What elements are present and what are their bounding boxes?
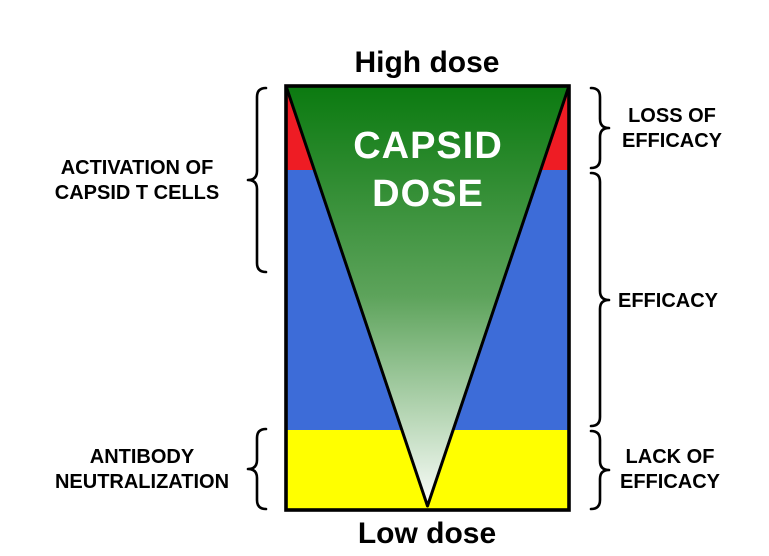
bracket-loss-of-efficacy [589,86,611,170]
bracket-antibody [246,427,268,511]
loss-label-line2: EFFICACY [622,130,723,152]
lack-label-line2: EFFICACY [620,471,721,493]
bracket-activation [246,86,268,274]
diagram-border [284,84,571,512]
activation-label-line1: ACTIVATION OF [61,157,214,179]
loss-label-line1: LOSS OF [628,105,716,127]
efficacy-label: EFFICACY [618,290,719,312]
lack-label-line1: LACK OF [626,446,715,468]
bracket-efficacy [589,171,611,428]
capsid-dose-label-line1: CAPSID [353,125,503,167]
low-dose-label: Low dose [358,517,496,550]
antibody-label-line1: ANTIBODY [90,446,195,468]
activation-label-line2: CAPSID T CELLS [55,182,219,204]
high-dose-label: High dose [354,46,499,79]
antibody-label-line2: NEUTRALIZATION [55,471,229,493]
capsid-dose-label-line2: DOSE [372,173,484,215]
bracket-lack-of-efficacy [589,429,611,511]
